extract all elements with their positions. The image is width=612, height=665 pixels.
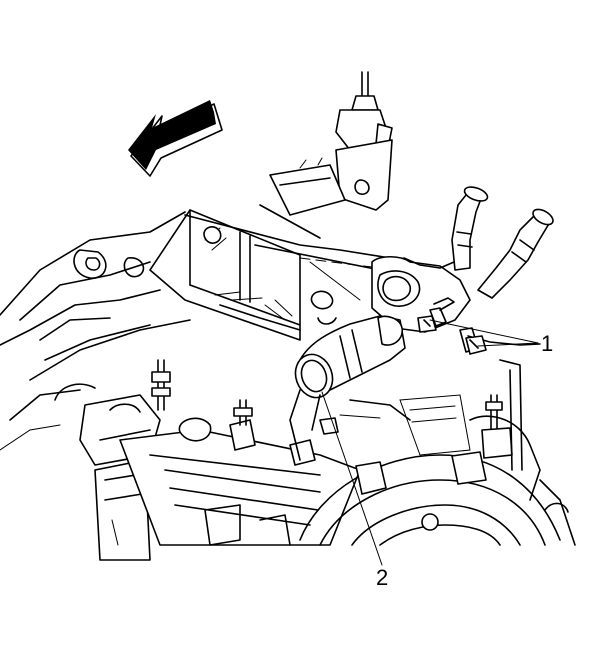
heater-pipe-left	[451, 186, 489, 271]
callout-leaders	[321, 319, 539, 566]
transmission-area	[299, 359, 576, 546]
engine-block-left	[0, 211, 191, 451]
leader-1b	[477, 342, 539, 347]
lower-hoses	[289, 389, 411, 461]
leader-1a	[429, 319, 539, 344]
callout-label-1: 1	[541, 331, 554, 356]
sensor-studs	[151, 359, 513, 459]
leader-2	[321, 391, 383, 566]
exploded-view-panel	[149, 209, 337, 341]
routing-lines	[184, 204, 391, 301]
heater-pipe-right	[477, 208, 554, 299]
radiator-outlet-pipe	[294, 315, 406, 399]
upper-bracket-sensor	[269, 71, 393, 216]
callout-label-2: 2	[376, 565, 389, 590]
intake-manifold	[119, 417, 361, 546]
front-direction-arrow-icon	[128, 100, 223, 177]
